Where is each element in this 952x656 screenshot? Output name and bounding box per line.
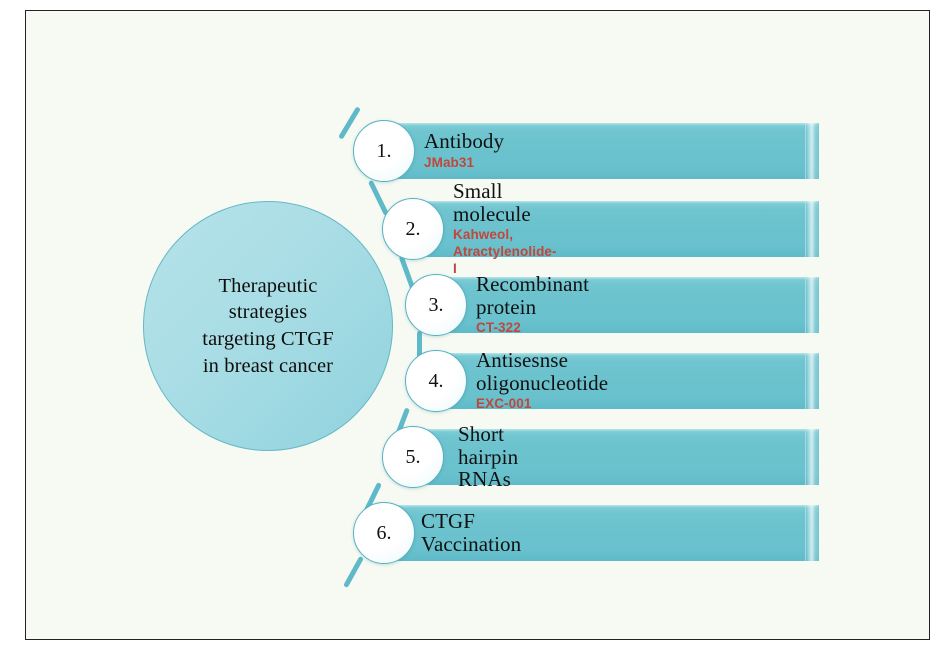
connector-segment-1-2 [367,179,390,217]
strategy-number-1: 1. [376,139,392,162]
strategy-badge-3[interactable]: 3. [405,274,467,336]
strategy-badge-4[interactable]: 4. [405,350,467,412]
strategy-number-6: 6. [376,521,392,544]
central-concept-circle: Therapeutic strategies targeting CTGF in… [143,201,393,451]
connector-segment-3-4 [417,331,422,369]
strategy-bar-5[interactable] [410,429,819,485]
strategy-badge-1[interactable]: 1. [353,120,415,182]
strategy-number-2: 2. [405,217,421,240]
strategy-bar-1[interactable] [381,123,819,179]
strategy-bar-3[interactable] [433,277,819,333]
central-concept-label: Therapeutic strategies targeting CTGF in… [202,274,334,377]
strategy-number-3: 3. [428,293,444,316]
strategy-badge-6[interactable]: 6. [353,502,415,564]
figure-frame: Therapeutic strategies targeting CTGF in… [25,10,930,640]
strategy-bar-6[interactable] [396,505,819,561]
strategy-badge-5[interactable]: 5. [382,426,444,488]
strategy-number-5: 5. [405,445,421,468]
connector-segment-bottom [343,555,364,589]
strategy-bar-2[interactable] [410,201,819,257]
strategy-number-4: 4. [428,369,444,392]
strategy-badge-2[interactable]: 2. [382,198,444,260]
strategy-bar-4[interactable] [433,353,819,409]
